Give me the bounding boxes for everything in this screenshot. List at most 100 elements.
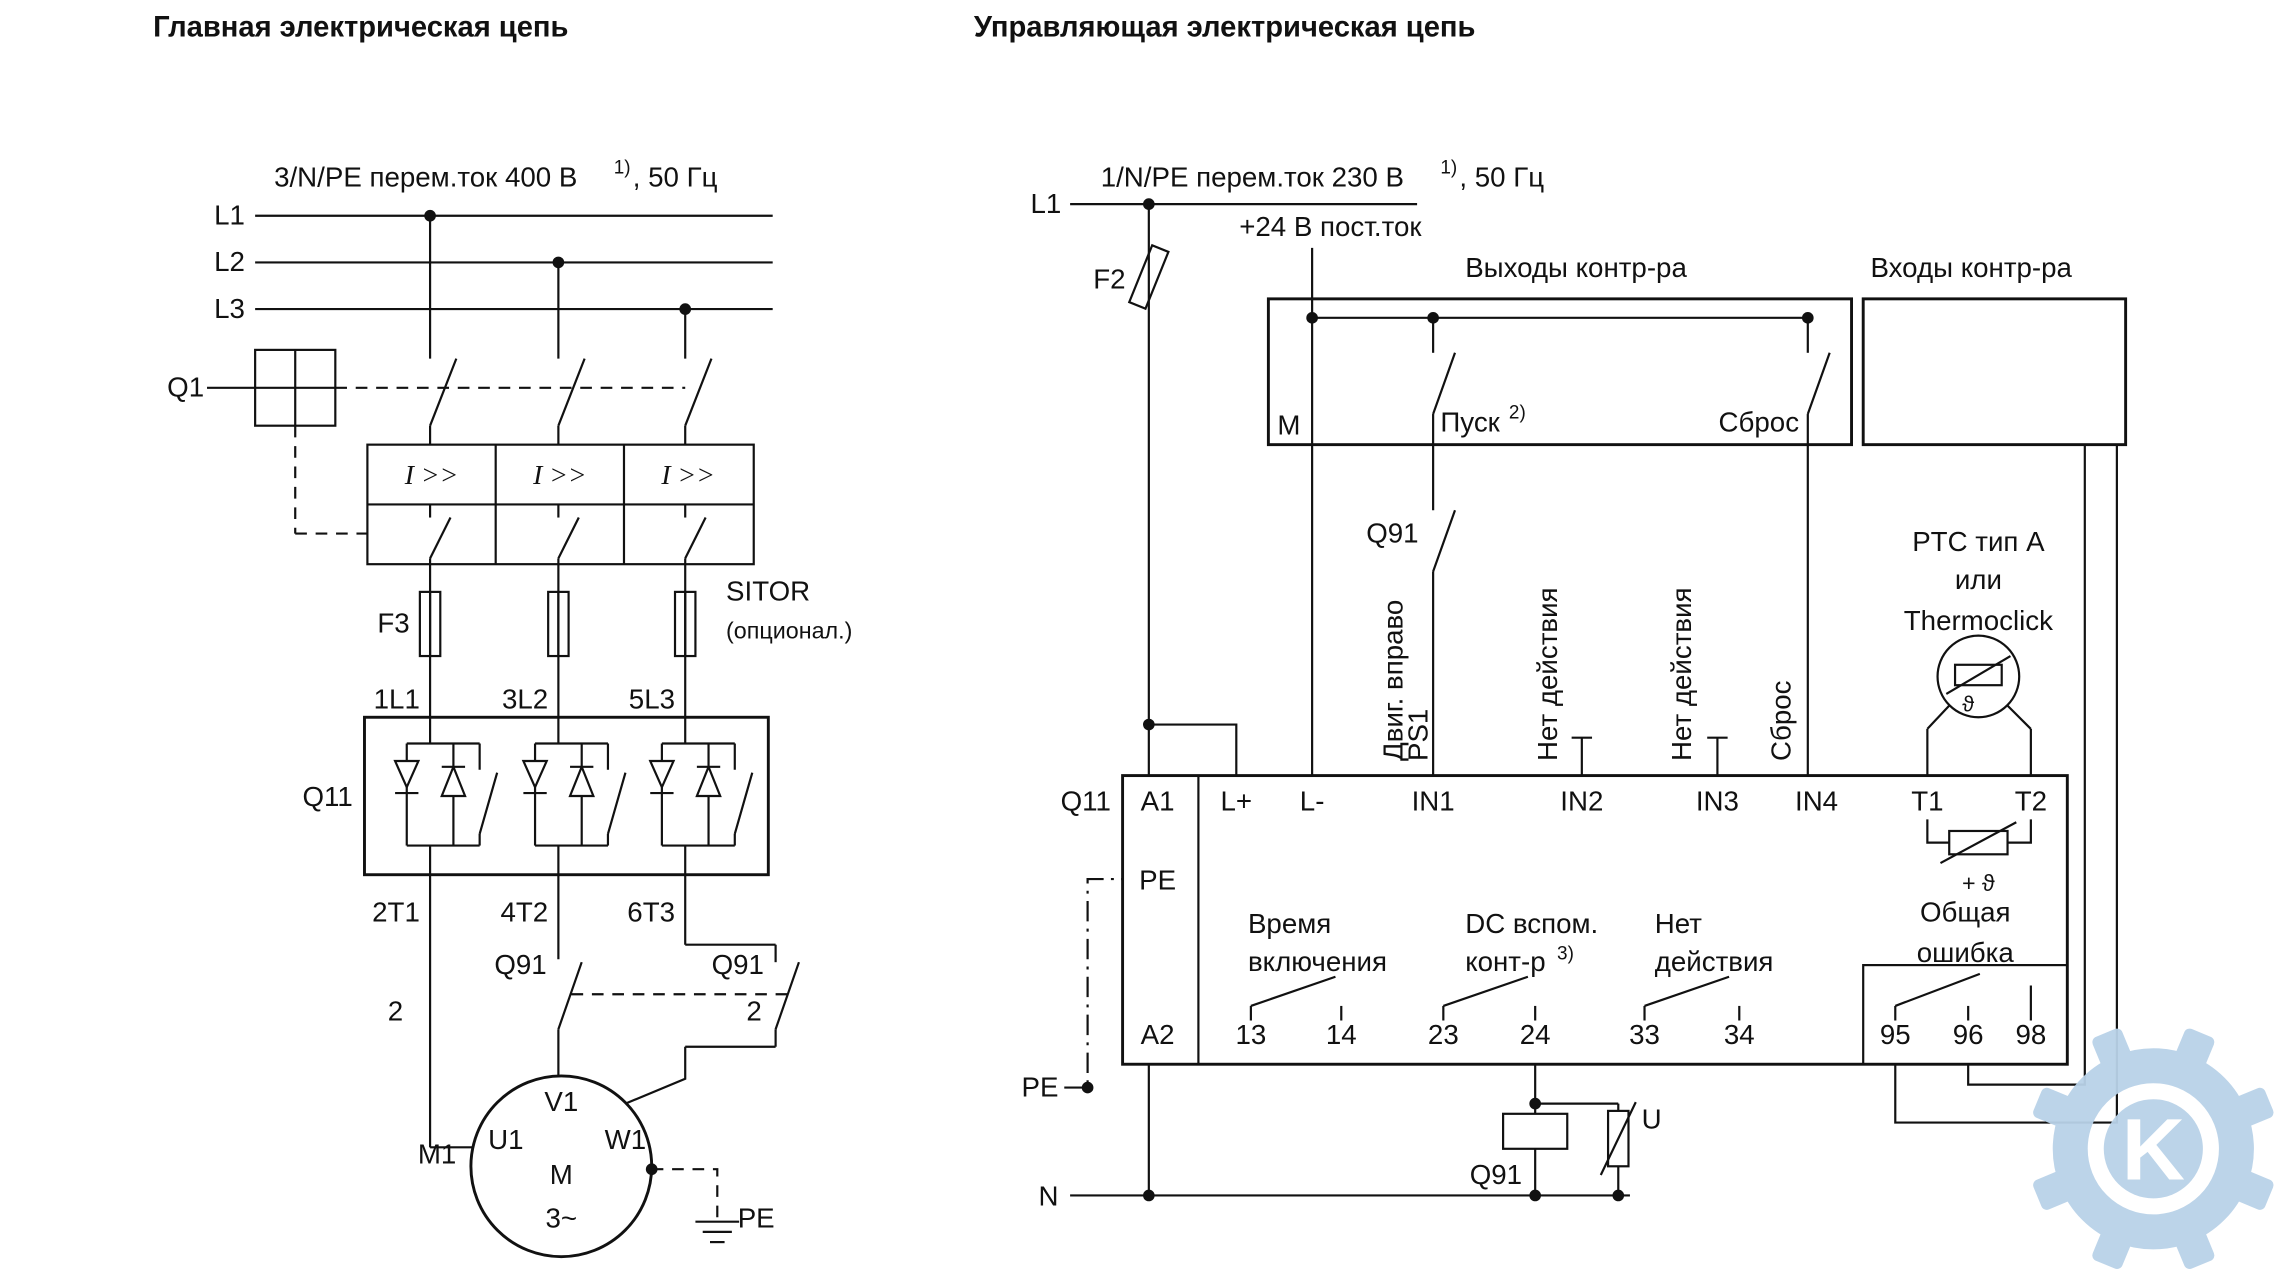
label-m1: M1 (418, 1138, 456, 1169)
label-pe-control: PE (1022, 1071, 1059, 1102)
soft-starter-q11: Q11 2T1 4T2 6T3 (303, 715, 770, 927)
out1-label-2: включения (1248, 946, 1387, 977)
label-varistor-u: U (1642, 1103, 1662, 1134)
label-q11-control: Q11 (1061, 786, 1111, 817)
out2-label-sup: 3) (1557, 943, 1574, 964)
control-pe: PE (1022, 877, 1123, 1102)
terminal-33: 33 (1629, 1019, 1660, 1050)
supply-tail-2: , 50 Гц (1459, 162, 1544, 193)
terminal-t1: T1 (1911, 786, 1943, 817)
control-supply-label: 1/N/PE перем.ток 230 В 1) , 50 Гц L1 (1031, 157, 1545, 218)
label-q91-coil: Q91 (1470, 1159, 1522, 1190)
terminal-23: 23 (1428, 1019, 1459, 1050)
control-title: Управляющая электрическая цепь (974, 11, 1476, 43)
gear-icon (2033, 1028, 2274, 1269)
label-l3: L3 (214, 293, 245, 324)
terminal-a1: A1 (1141, 786, 1175, 817)
supply-sup-2: 1) (1440, 157, 1457, 178)
label-l1-control: L1 (1031, 188, 1062, 219)
label-l2: L2 (214, 246, 245, 277)
terminal-1l1: 1L1 (374, 684, 420, 715)
label-start: Пуск (1440, 407, 1500, 438)
label-q91-b: Q91 (712, 949, 764, 980)
supply-text: 3/N/PE перем.ток 400 В (274, 162, 577, 193)
main-supply-label: 3/N/PE перем.ток 400 В 1) , 50 Гц (274, 157, 718, 192)
label-in3-signal: Нет действия (1666, 587, 1697, 761)
breaker-q1: Q1 (167, 348, 713, 535)
control-circuit: Управляющая электрическая цепь 1/N/PE пе… (974, 11, 2128, 1212)
label-start-sup: 2) (1509, 402, 1526, 423)
fuses-f3: F3 SITOR (опционал.) 1L1 3L2 5L3 (374, 564, 852, 718)
label-f2: F2 (1093, 264, 1125, 295)
out4-label-2: ошибка (1917, 937, 2015, 968)
label-in1-signal: Двиг. вправо (1378, 600, 1409, 761)
terminal-2t1: 2T1 (372, 896, 420, 927)
terminal-in2: IN2 (1560, 786, 1603, 817)
main-circuit: Главная электрическая цепь 3/N/PE перем.… (153, 11, 852, 1259)
trip-label-2: I >> (532, 459, 587, 490)
starter-control-block: Q11 A1 L+ L- IN1 IN2 IN3 IN4 T1 T2 PE A2… (1061, 774, 2069, 1066)
motor-letter: M (550, 1159, 573, 1190)
terminal-t2: T2 (2015, 786, 2047, 817)
motor-terminal-u1: U1 (488, 1124, 523, 1155)
fuse-f2: F2 (1093, 204, 1238, 776)
supply-text-2: 1/N/PE перем.ток 230 В (1101, 162, 1404, 193)
terminal-a2: A2 (1141, 1019, 1175, 1050)
watermark-logo: K (2033, 1028, 2274, 1269)
label-wire-2b: 2 (746, 996, 761, 1027)
label-f3: F3 (377, 608, 409, 639)
out3-label-1: Нет (1655, 908, 1702, 939)
supply-sup: 1) (614, 157, 631, 178)
label-reset-top: Сброс (1719, 407, 1800, 438)
label-l1: L1 (214, 200, 245, 231)
motor-phases: 3~ (546, 1203, 578, 1234)
terminal-14: 14 (1326, 1019, 1357, 1050)
watermark-letter: K (2122, 1100, 2185, 1198)
label-n: N (1038, 1181, 1058, 1212)
ptc-line3: Thermoclick (1904, 605, 2053, 636)
motor-m1: V1 U1 W1 M1 M 3~ (418, 1074, 654, 1259)
out2-label-2: конт-р (1465, 946, 1545, 977)
input-wiring: Q91 Двиг. вправо PS1 Нет действия Нет де… (1366, 444, 1809, 776)
out2-label-1: DC вспом. (1465, 908, 1598, 939)
label-q11-main: Q11 (303, 781, 353, 812)
ptc-line1: PTC тип А (1912, 526, 2045, 557)
label-ps1: PS1 (1402, 709, 1433, 761)
phase-buses: L1 L2 L3 (214, 200, 773, 359)
terminal-lplus: L+ (1221, 786, 1253, 817)
out4-label-1: Общая (1920, 896, 2011, 927)
terminal-lminus: L- (1300, 786, 1325, 817)
terminal-98: 98 (2015, 1019, 2046, 1050)
overcurrent-trip-block: I >> I >> I >> (366, 443, 755, 566)
label-24v: +24 В пост.ток (1239, 211, 1422, 242)
theta-internal: + ϑ (1962, 870, 1995, 896)
terminal-5l3: 5L3 (629, 684, 675, 715)
supply-tail: , 50 Гц (633, 162, 718, 193)
motor-terminal-w1: W1 (605, 1124, 647, 1155)
terminal-95: 95 (1880, 1019, 1911, 1050)
label-sitor: SITOR (726, 576, 810, 607)
label-sitor-note: (опционал.) (726, 618, 852, 644)
terminal-34: 34 (1724, 1019, 1755, 1050)
out1-label-1: Время (1248, 908, 1331, 939)
label-in4-signal: Сброс (1765, 680, 1796, 761)
out3-label-2: действия (1655, 946, 1774, 977)
label-q91-a: Q91 (494, 949, 546, 980)
trip-label-1: I >> (404, 459, 459, 490)
inputs-title: Входы контр-ра (1870, 252, 2072, 283)
terminal-24: 24 (1520, 1019, 1551, 1050)
controller-outputs: +24 В пост.ток Выходы контр-ра Входы кон… (1239, 211, 2128, 776)
motor-pe-ground: PE (645, 1163, 775, 1244)
terminal-96: 96 (1953, 1019, 1984, 1050)
q91-main-contacts: Q91 2 Q91 2 (388, 874, 800, 1149)
terminal-in1: IN1 (1412, 786, 1455, 817)
label-q91-control: Q91 (1366, 517, 1418, 548)
trip-label-3: I >> (660, 459, 715, 490)
motor-terminal-v1: V1 (544, 1086, 578, 1117)
label-pe-motor: PE (738, 1203, 775, 1234)
feedback-wires (1894, 444, 2118, 1124)
outputs-title: Выходы контр-ра (1465, 252, 1687, 283)
q91-coil-circuit: Q91 U N (1038, 1064, 1662, 1212)
ptc-line2: или (1955, 564, 2002, 595)
